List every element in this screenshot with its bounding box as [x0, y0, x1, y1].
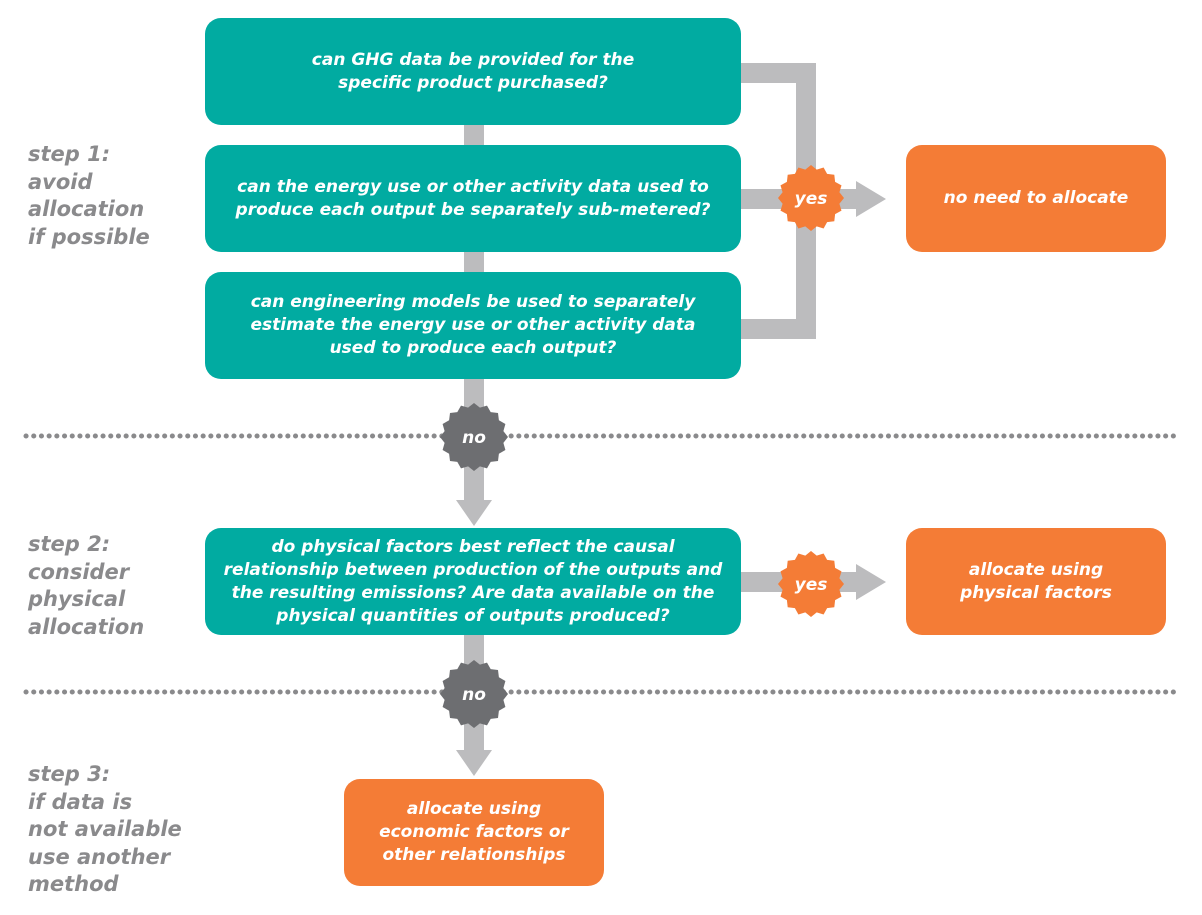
question-line: the resulting emissions? Are data availa… [231, 582, 715, 603]
step-3-line: step 3: [28, 762, 111, 786]
outcome-box-physical-factors: allocate using physical factors [906, 528, 1166, 635]
question-line: used to produce each output? [329, 338, 617, 358]
outcome-box-no-allocation: no need to allocate [906, 145, 1166, 252]
yes-label-1: yes [795, 189, 828, 209]
no-label-2: no [462, 685, 486, 705]
question-line: estimate the energy use or other activit… [250, 315, 696, 335]
step-2-line: consider [28, 559, 130, 584]
step-3-label: step 3: if data is not available use ano… [28, 761, 182, 899]
question-line: do physical factors best reflect the cau… [271, 536, 675, 557]
step-1-line: allocation [28, 197, 145, 221]
question-box-product-data: can GHG data be provided for the specifi… [205, 18, 741, 125]
question-line: can the energy use or other activity dat… [237, 176, 709, 197]
no-badge-1: no [440, 403, 508, 471]
step-3-line: method [28, 872, 119, 896]
step-1-label: step 1: avoid allocation if possible [28, 141, 150, 251]
question-line: can engineering models be used to separa… [250, 292, 696, 312]
outcome-line: allocate using [406, 799, 542, 819]
no-label-1: no [462, 428, 486, 448]
step-2-line: step 2: [28, 532, 111, 556]
step-3-line: not available [28, 817, 182, 841]
yes-badge-2: yes [778, 551, 844, 617]
outcome-line: allocate using [968, 559, 1104, 580]
question-line: produce each output be separately sub-me… [235, 199, 711, 220]
question-box-sub-metered: can the energy use or other activity dat… [205, 145, 741, 252]
question-line: can GHG data be provided for the [311, 49, 635, 70]
outcome-line: other relationships [382, 845, 566, 865]
yes-label-2: yes [795, 575, 828, 595]
step-2-line: allocation [28, 614, 145, 639]
step-2-line: physical [28, 587, 126, 611]
arrow-right-to-no-allocate [856, 181, 886, 217]
step-1-line: if possible [28, 224, 150, 249]
step-2-label: step 2: consider physical allocation [28, 531, 144, 641]
question-box-engineering-models: can engineering models be used to separa… [205, 272, 741, 379]
outcome-line: physical factors [960, 582, 1112, 603]
question-line: physical quantities of outputs produced? [276, 605, 670, 626]
outcome-line: no need to allocate [943, 188, 1129, 208]
arrow-down-to-step3 [456, 750, 492, 776]
bracket-bottom [740, 319, 816, 339]
question-box-physical-factors: do physical factors best reflect the cau… [205, 528, 741, 635]
arrow-right-to-physical [856, 564, 886, 600]
question-line: specific product purchased? [338, 72, 608, 93]
arrow-down-to-step2 [456, 500, 492, 526]
no-badge-2: no [440, 660, 508, 728]
step-1-line: step 1: [28, 142, 111, 166]
step-3-line: use another [28, 844, 171, 869]
question-line: relationship between production of the o… [223, 559, 723, 580]
outcome-line: economic factors or [379, 822, 569, 842]
step-1-line: avoid [28, 169, 93, 194]
outcome-box-economic-factors: allocate using economic factors or other… [344, 779, 604, 886]
step-3-line: if data is [28, 789, 133, 814]
yes-badge-1: yes [778, 165, 844, 231]
